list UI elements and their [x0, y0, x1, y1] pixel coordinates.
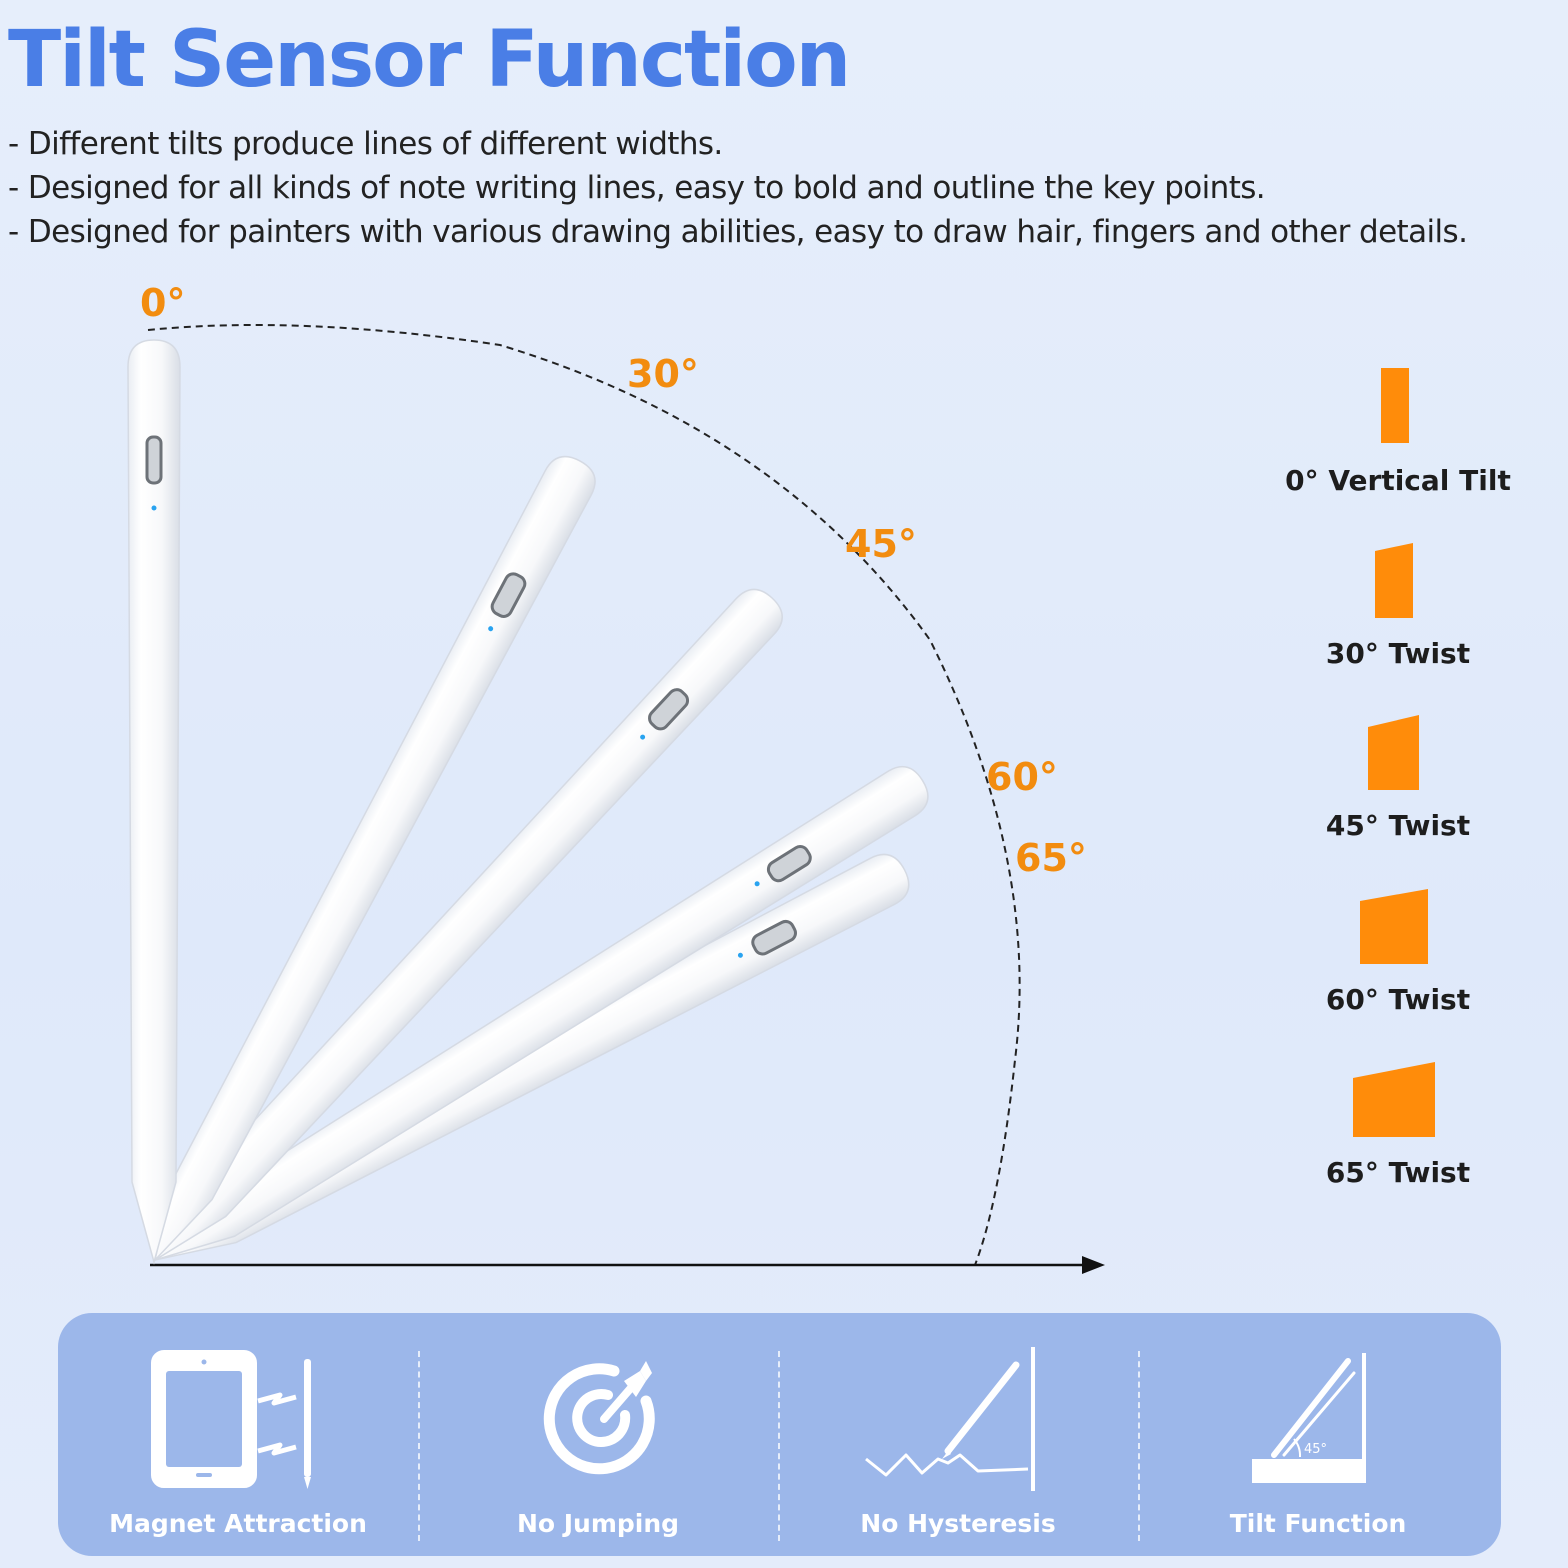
feature-tilt-function: 45° Tilt Function: [1138, 1313, 1498, 1556]
stylus-60: [152, 765, 929, 1262]
tilt-sample-30: 30° Twist: [1248, 535, 1548, 685]
tilt-label: 30° Twist: [1325, 637, 1471, 670]
stroke-swatch: [1381, 368, 1409, 443]
tilt-label: 60° Twist: [1325, 983, 1471, 1016]
feature-label: Magnet Attraction: [109, 1509, 367, 1538]
feature-label: No Jumping: [516, 1509, 680, 1538]
feature-divider: [418, 1351, 420, 1541]
feature-label: No Hysteresis: [860, 1509, 1056, 1538]
angle-label-65: 65°: [1015, 836, 1087, 880]
stylus-30: [153, 455, 596, 1263]
angle-label-30: 30°: [627, 352, 699, 396]
feature-panel: Magnet Attraction No Jumping No Hysteres…: [58, 1313, 1501, 1556]
tilt-sample-45: 45° Twist: [1248, 707, 1548, 857]
tilt-arc: [147, 324, 1021, 1266]
feature-magnet-attraction: Magnet Attraction: [58, 1313, 418, 1556]
feature-no-hysteresis: No Hysteresis: [778, 1313, 1138, 1556]
tilt-label: 65° Twist: [1325, 1156, 1471, 1189]
feature-bullets: - Different tilts produce lines of diffe…: [8, 122, 1468, 254]
angle-indicator-text: 45°: [1304, 1442, 1327, 1457]
bullet-line: - Designed for painters with various dra…: [8, 214, 1468, 250]
feature-no-jumping: No Jumping: [418, 1313, 778, 1556]
tilt-label: 45° Twist: [1325, 809, 1471, 842]
angle-label-60: 60°: [986, 755, 1058, 799]
page-title: Tilt Sensor Function: [8, 15, 851, 105]
feature-divider: [778, 1351, 780, 1541]
bullet-line: - Different tilts produce lines of diffe…: [8, 126, 723, 162]
stroke-swatch: [1375, 543, 1413, 618]
stroke-swatch: [1353, 1062, 1435, 1137]
feature-label: Tilt Function: [1229, 1509, 1407, 1538]
tilt-label: 0° Vertical Tilt: [1285, 464, 1511, 497]
target-pen-icon: [543, 1361, 655, 1475]
axis-arrow: [1082, 1256, 1105, 1274]
stylus-0: [127, 339, 181, 1265]
feature-divider: [1138, 1351, 1140, 1541]
tilt-sample-60: 60° Twist: [1248, 881, 1548, 1031]
angle-label-0: 0°: [140, 281, 186, 325]
tilt-sample-65: 65° Twist: [1248, 1054, 1548, 1204]
angle-label-45: 45°: [845, 522, 917, 566]
bullet-line: - Designed for all kinds of note writing…: [8, 170, 1266, 206]
pen-wave-icon: [865, 1347, 1035, 1491]
tilt-sample-0: 0° Vertical Tilt: [1248, 360, 1548, 510]
stroke-swatch: [1360, 889, 1428, 964]
pen-tilt-45-icon: 45°: [1252, 1353, 1366, 1483]
tablet-magnet-icon: [151, 1350, 311, 1489]
stroke-swatch: [1368, 715, 1419, 790]
stylus-45: [153, 588, 783, 1263]
